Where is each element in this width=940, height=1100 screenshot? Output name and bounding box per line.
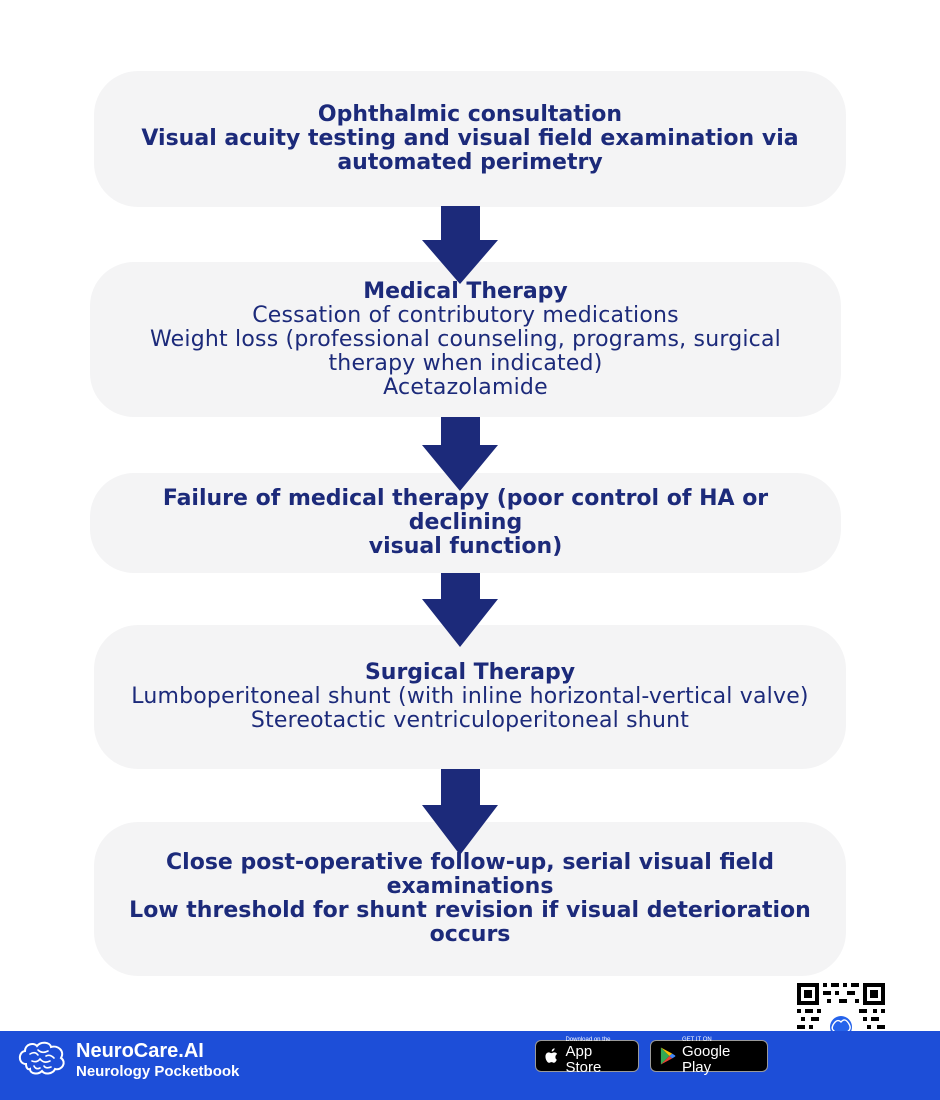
arrow-down-icon	[422, 573, 498, 647]
brand-subtitle: Neurology Pocketbook	[76, 1063, 240, 1080]
apple-icon	[545, 1048, 558, 1063]
step1-line3: automated perimetry	[337, 150, 603, 175]
brand-name: NeuroCare.AI	[76, 1040, 204, 1062]
step-box-surgical-therapy: Surgical Therapy Lumboperitoneal shunt (…	[94, 625, 846, 769]
step2-line1: Cessation of contributory medications	[252, 302, 679, 328]
step1-line2: Visual acuity testing and visual field e…	[141, 126, 799, 151]
step2-title: Medical Therapy	[363, 278, 568, 304]
google-play-label: Google Play	[681, 1042, 731, 1076]
step-box-failure: Failure of medical therapy (poor control…	[90, 473, 841, 573]
app-store-button[interactable]: Download on the App Store	[535, 1036, 639, 1075]
step3-line1: Failure of medical therapy (poor control…	[162, 486, 769, 535]
arrow-down-icon	[422, 206, 498, 284]
step5-line3: Low threshold for shunt revision if visu…	[129, 898, 811, 923]
step1-line1: Ophthalmic consultation	[317, 102, 623, 127]
step4-title: Surgical Therapy	[364, 660, 576, 685]
app-store-label: App Store	[565, 1042, 602, 1076]
app-store-small-label: Download on the	[565, 1036, 611, 1043]
step-box-follow-up: Close post-operative follow-up, serial v…	[94, 822, 846, 976]
step2-line3: therapy when indicated)	[328, 350, 603, 376]
step4-line2: Stereotactic ventriculoperitoneal shunt	[250, 708, 690, 733]
google-play-icon	[660, 1047, 676, 1065]
step2-line4: Acetazolamide	[383, 374, 548, 400]
step4-line1: Lumboperitoneal shunt (with inline horiz…	[131, 684, 809, 709]
step-box-ophthalmic: Ophthalmic consultation Visual acuity te…	[94, 71, 846, 207]
google-play-small-label: GET IT ON	[681, 1036, 712, 1043]
step-box-medical-therapy: Medical Therapy Cessation of contributor…	[90, 262, 841, 417]
arrow-down-icon	[422, 417, 498, 491]
step5-line1: Close post-operative follow-up, serial v…	[166, 850, 774, 875]
step5-line2: examinations	[386, 874, 554, 899]
step2-line2: Weight loss (professional counseling, pr…	[150, 326, 781, 352]
footer-bar: NeuroCare.AI Neurology Pocketbook Downlo…	[0, 1031, 940, 1100]
arrow-down-icon	[422, 769, 498, 855]
step3-line2: visual function)	[368, 534, 563, 559]
brand[interactable]: NeuroCare.AI Neurology Pocketbook	[16, 1039, 239, 1081]
brain-logo-icon	[18, 1041, 65, 1075]
google-play-button[interactable]: GET IT ON Google Play	[650, 1036, 768, 1075]
step5-line4: occurs	[429, 922, 511, 947]
